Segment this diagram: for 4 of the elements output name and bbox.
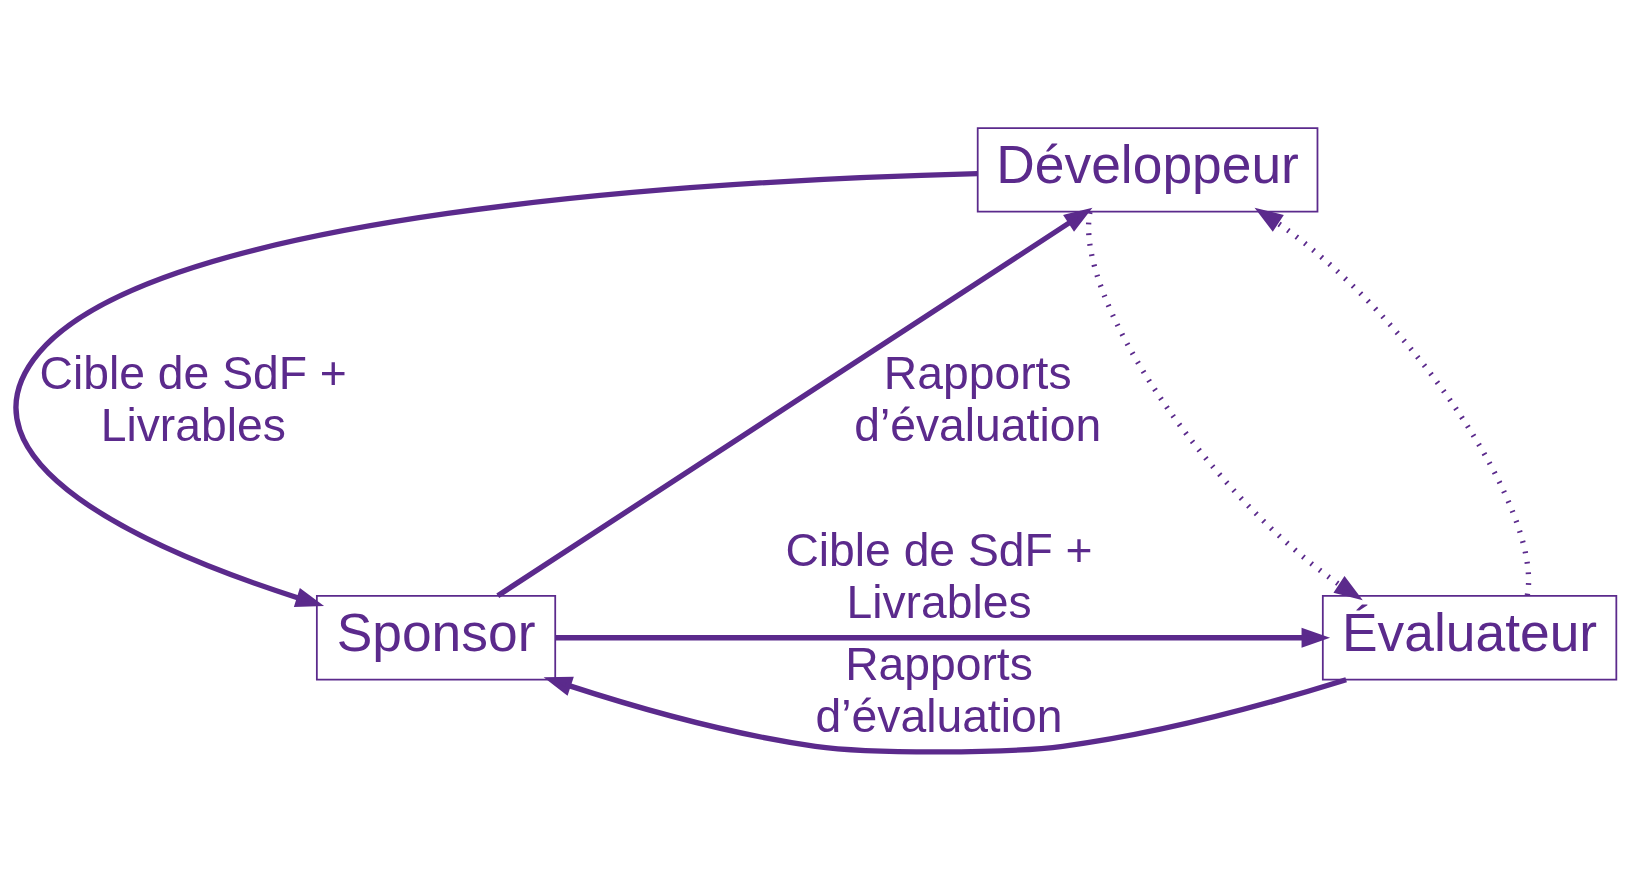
edge-label: Rapports d’évaluation [854, 347, 1102, 451]
edge-label: Rapports d’évaluation [815, 638, 1063, 742]
edge-label: Cible de SdF + Livrables [785, 524, 1093, 628]
edge-label: Cible de SdF + Livrables [39, 347, 347, 451]
